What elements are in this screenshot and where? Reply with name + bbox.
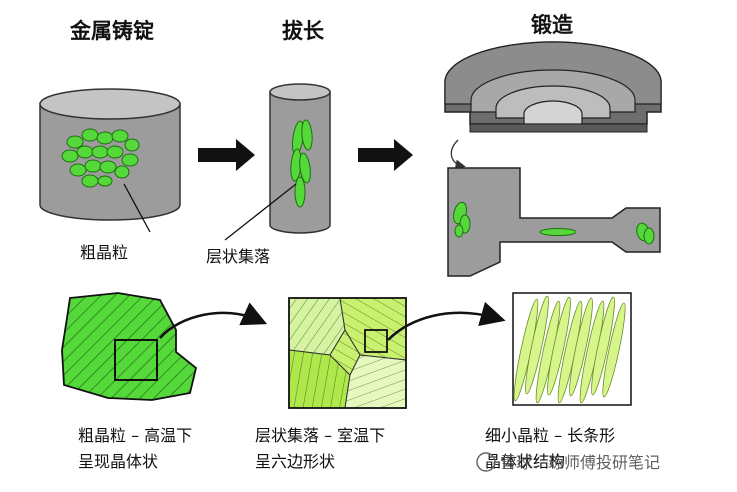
coarse-grain-cluster [61,128,140,188]
caption-fine-line2: 晶体状结构 [485,452,565,471]
layered-grain-cluster [290,119,313,208]
coarse-grain-pointer [123,183,151,233]
title-forging: 锻造 [531,13,574,37]
layered-cluster-microstructure [288,297,407,409]
caption-layered-line2: 呈六边形状 [255,452,335,471]
caption-coarse-line1: 粗晶粒 – 高温下 [78,426,192,445]
ingot-cylinder [39,88,181,221]
stretched-cylinder [269,83,331,234]
snowball-logo-icon [476,452,496,472]
watermark-text: 雪球：琼师傅投研笔记 [500,453,660,472]
arrow-right-2 [358,139,413,171]
label-layered-cluster: 层状集落 [206,247,270,266]
die-to-part-pointer [450,139,466,170]
coarse-grain-microstructure [61,292,198,401]
zoom-box-2 [364,329,388,353]
arrow-right-1 [198,139,255,171]
forging-die [444,41,662,133]
caption-layered-line1: 层状集落 – 室温下 [255,426,385,445]
label-coarse-grain: 粗晶粒 [80,243,128,262]
zoom-arrow-2 [387,301,506,341]
caption-fine-line1: 细小晶粒 – 长条形 [485,426,615,445]
watermark: 雪球：琼师傅投研笔记 [476,452,660,472]
title-ingot: 金属铸锭 [69,19,154,43]
title-stretch: 拔长 [282,19,325,43]
forged-part [447,167,661,277]
zoom-box-1 [114,339,158,381]
layered-cluster-pointer [224,183,297,241]
zoom-arrow-1 [159,302,268,339]
fine-grain-microstructure [512,292,632,406]
caption-coarse-line2: 呈现晶体状 [78,452,158,471]
